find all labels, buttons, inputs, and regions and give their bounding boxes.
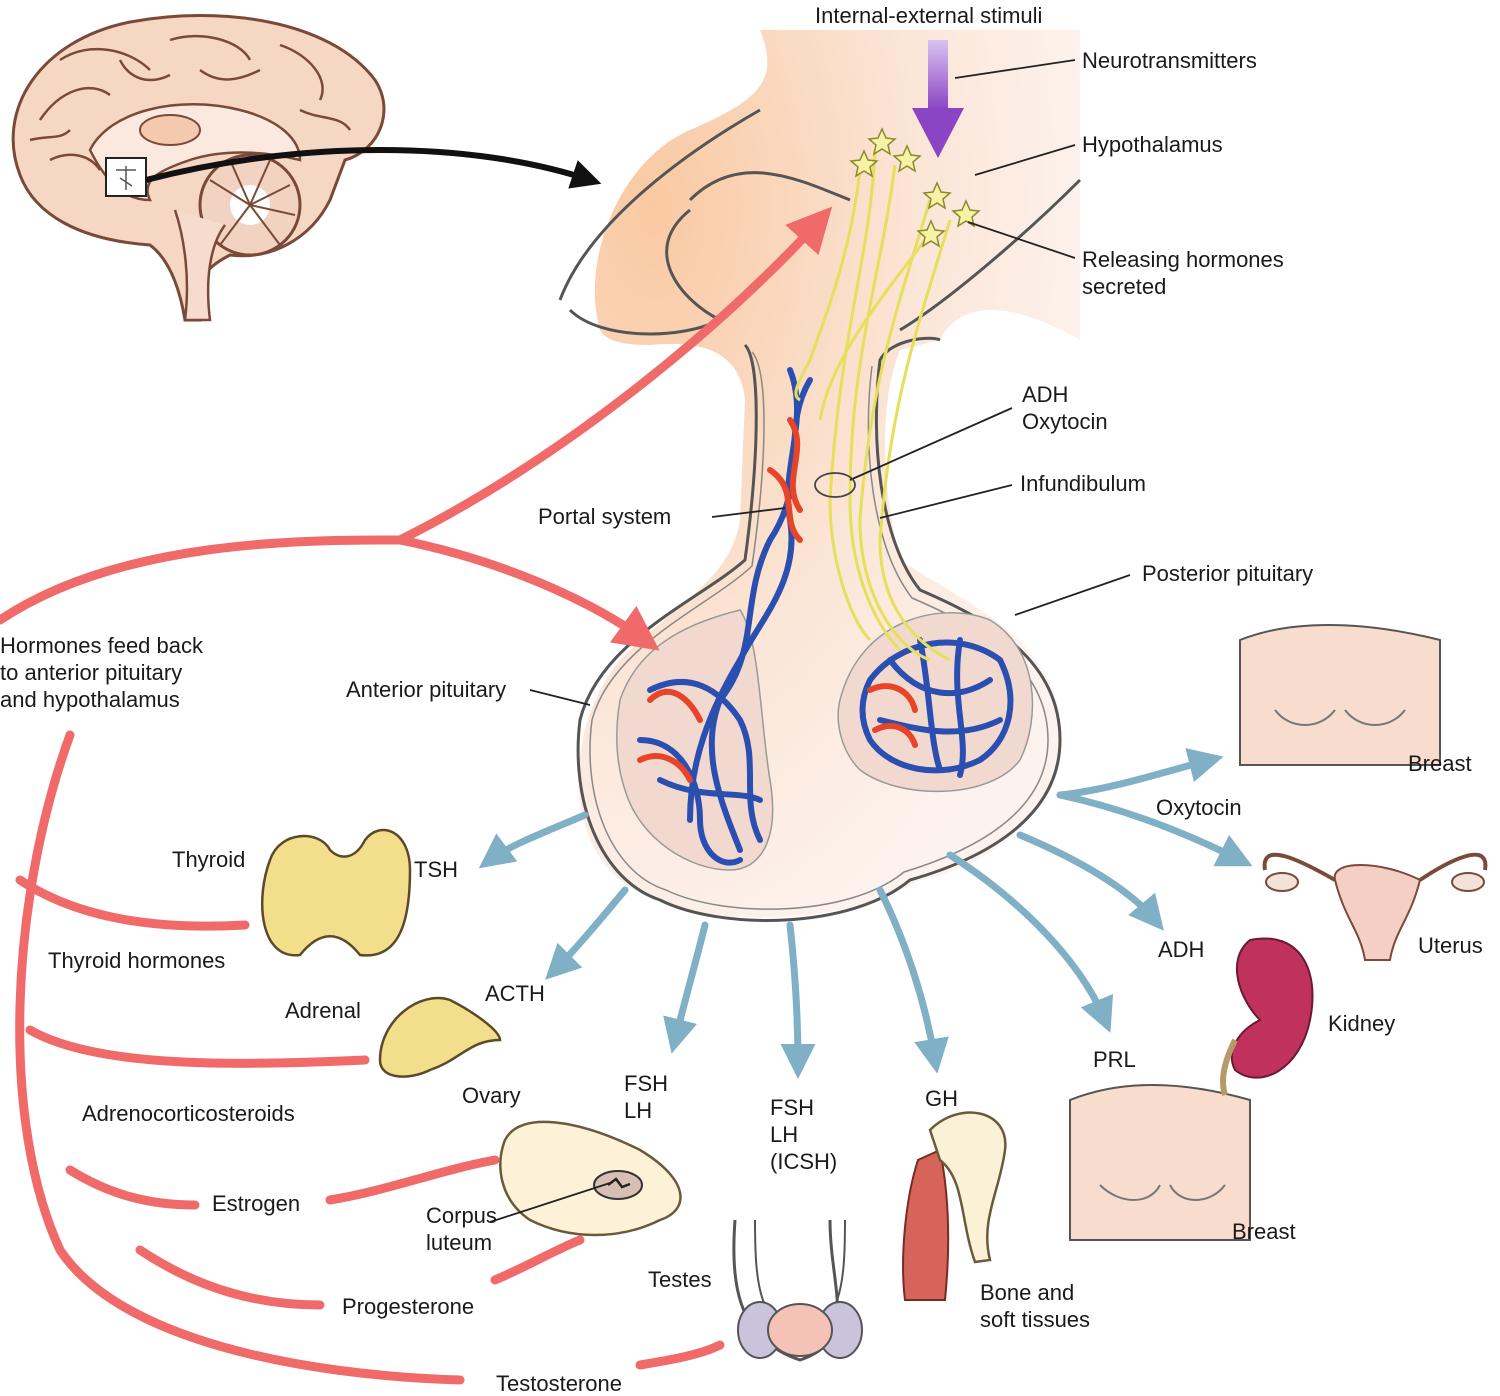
ovary <box>499 1120 682 1237</box>
breast-upper <box>1239 624 1441 766</box>
testosterone-label: Testosterone <box>496 1371 622 1396</box>
acth-label: ACTH <box>485 981 545 1006</box>
stimuli-label: Internal-external stimuli <box>815 3 1043 28</box>
feedback-arrows <box>0 206 833 1385</box>
adrenal-label: Adrenal <box>285 998 361 1023</box>
releasing-neurons <box>849 127 981 248</box>
feedback-to-hypothalamus <box>0 206 833 625</box>
bone-label: Bone and soft tissues <box>980 1280 1091 1332</box>
leader-posterior <box>1014 574 1131 616</box>
leader-lines <box>489 59 1131 1223</box>
oxytocin-uterus-arrow <box>1056 791 1253 867</box>
feedback-main-curve <box>15 730 465 1385</box>
neurosecretory-fibers <box>794 149 952 662</box>
kidney-label: Kidney <box>1328 1011 1396 1036</box>
prl-label: PRL <box>1093 1047 1136 1072</box>
thyroid-hormones-label: Thyroid hormones <box>48 948 226 973</box>
adh-arrow <box>1016 831 1164 931</box>
corpus-luteum-label: Corpus luteum <box>426 1203 497 1255</box>
acth-arrow <box>545 886 629 980</box>
hypothalamus-pituitary-illustration <box>558 30 1082 922</box>
estrogen-label: Estrogen <box>212 1191 301 1216</box>
thyroid-label: Thyroid <box>172 847 246 872</box>
progesterone-label: Progesterone <box>342 1294 475 1319</box>
leader-infundibulum <box>879 484 1013 519</box>
prl-arrow <box>946 851 1114 1033</box>
testes <box>732 1219 863 1362</box>
adh-oxytocin-label: ADH Oxytocin <box>1022 382 1108 434</box>
neurotransmitters-label: Neurotransmitters <box>1082 48 1257 73</box>
estrogen-line <box>325 1155 500 1205</box>
kidney <box>1220 937 1314 1096</box>
breast-lower <box>1069 1084 1251 1241</box>
leader-portal <box>711 507 786 518</box>
thyroid-gland <box>260 828 412 957</box>
leader-anterior <box>529 689 591 706</box>
hypothalamus-label: Hypothalamus <box>1082 132 1223 157</box>
testosterone-line <box>635 1340 725 1370</box>
leader-hypothalamus <box>974 144 1076 176</box>
zoom-arrow <box>145 147 602 189</box>
fsh-lh-icsh-label: FSH LH (ICSH) <box>770 1095 838 1174</box>
adh-label: ADH <box>1158 937 1205 962</box>
tsh-arrow <box>478 811 589 869</box>
estrogen-line-left <box>65 1165 200 1210</box>
leader-corpus <box>489 1182 611 1223</box>
progesterone-line <box>490 1235 585 1285</box>
portal-vessels <box>637 367 1014 866</box>
breast-upper-label: Breast <box>1408 751 1472 776</box>
tsh-label: TSH <box>414 857 458 882</box>
releasing-hormones-label: Releasing hormones secreted <box>1082 247 1284 299</box>
uterus-label: Uterus <box>1418 933 1483 958</box>
hormone-arrows <box>478 748 1253 1079</box>
ovary-label: Ovary <box>462 1083 521 1108</box>
thyroid-hormone-line <box>15 875 250 931</box>
leader-releasing <box>967 221 1076 259</box>
gh-arrow <box>876 886 949 1074</box>
fsh-lh-ovary-arrow <box>663 921 709 1054</box>
leader-neurotransmitters <box>954 59 1076 79</box>
anterior-pituitary-label: Anterior pituitary <box>346 677 507 702</box>
oxytocin-label: Oxytocin <box>1156 795 1242 820</box>
adrenal-gland <box>378 996 502 1078</box>
adrenal-hormone-line <box>25 1025 370 1068</box>
gh-label: GH <box>925 1086 958 1111</box>
uterus <box>1262 852 1488 961</box>
infundibulum-label: Infundibulum <box>1020 471 1146 496</box>
fsh-lh-ovary-label: FSH LH <box>624 1071 668 1123</box>
feedback-to-anterior <box>395 535 660 651</box>
leader-adh-oxytocin <box>849 407 1013 481</box>
breast-lower-label: Breast <box>1232 1219 1296 1244</box>
bone-and-muscle <box>902 1111 1007 1301</box>
oxytocin-breast-arrow <box>1056 748 1224 799</box>
fsh-lh-testes-arrow <box>780 921 816 1079</box>
progesterone-line-left <box>135 1245 325 1310</box>
stimulus-arrow <box>912 40 964 158</box>
feedback-label: Hormones feed back to anterior pituitary… <box>0 633 203 712</box>
adrenocorticosteroids-label: Adrenocorticosteroids <box>82 1101 295 1126</box>
testes-label: Testes <box>648 1267 712 1292</box>
portal-system-label: Portal system <box>538 504 672 529</box>
posterior-pituitary-label: Posterior pituitary <box>1142 561 1314 586</box>
